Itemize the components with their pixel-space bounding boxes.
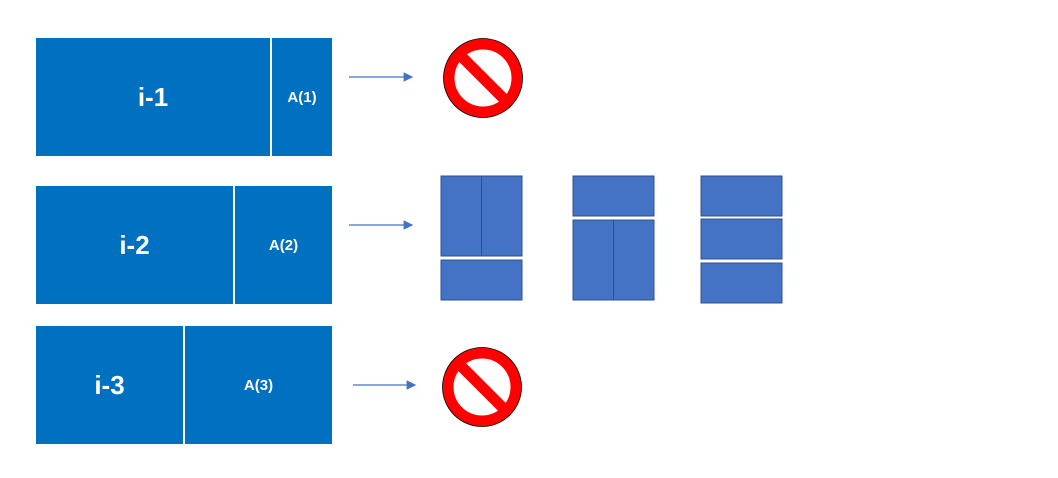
prohibited-icon — [443, 38, 523, 118]
row-2-bar: i-2 A(2) — [36, 186, 332, 304]
row-1-bar: i-1 A(1) — [36, 38, 332, 156]
row-1-partition: A(1) — [270, 38, 332, 156]
row-3-bar: i-3 A(3) — [36, 326, 332, 444]
row-1-label: i-1 — [137, 81, 169, 112]
prohibited-icon — [442, 347, 522, 427]
split-option-3 — [700, 175, 783, 304]
row-2-label: i-2 — [119, 229, 150, 260]
row-3-label: i-3 — [94, 369, 125, 400]
split-option-1 — [440, 175, 523, 301]
split-option-2 — [572, 175, 655, 301]
row-3-partition: A(3) — [183, 326, 332, 444]
row-2-partition: A(2) — [233, 186, 332, 304]
